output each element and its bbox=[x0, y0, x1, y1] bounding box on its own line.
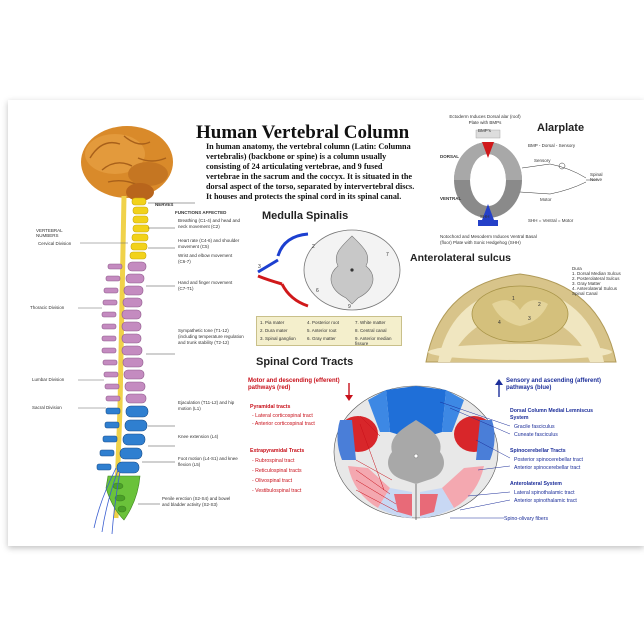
spinocerebellar-item: Posterior spinocerebellar tract bbox=[514, 457, 583, 463]
medulla-legend-item: 7. White matter bbox=[355, 320, 386, 325]
lumbar-vertebrae bbox=[96, 405, 149, 474]
alarplate-title: Alarplate bbox=[537, 122, 585, 134]
function-bowel: Penile erection (S2-S4) and bowel and bl… bbox=[162, 496, 231, 507]
anterolateral-legend-item: 3. Gray Matter bbox=[572, 281, 601, 286]
medulla-legend-item: 2. Dura mater bbox=[260, 328, 288, 333]
alarplate-shh-note: SHH = Ventral = Motor bbox=[528, 218, 574, 223]
anterolateral-legend-item: Dura bbox=[572, 266, 582, 271]
pyramidal-item: - Lateral corticospinal tract bbox=[252, 413, 313, 419]
function-ejaculation: Ejaculation (T11-L2) and hip motion (L1) bbox=[178, 400, 235, 411]
anterolateral-diagram: 1 2 3 4 bbox=[425, 273, 617, 363]
anterolateral-legend-item: Spinal Canal bbox=[572, 291, 598, 296]
medulla-legend: 1. Pia mater 2. Dura mater 3. Spinal gan… bbox=[256, 316, 402, 346]
svg-text:1: 1 bbox=[512, 296, 515, 302]
sensory-heading-text: Sensory and ascending (afferent) pathway… bbox=[506, 378, 602, 391]
medulla-legend-item: 1. Pia mater bbox=[260, 320, 285, 325]
medulla-legend-item: 8. Central canal bbox=[355, 328, 387, 333]
division-cervical: Cervical Division bbox=[38, 241, 72, 246]
function-hand: Hand and finger movement (C7-T1) bbox=[178, 280, 233, 291]
sacral-vertebrae bbox=[105, 475, 141, 521]
motor-color-note: (red) bbox=[277, 385, 291, 391]
alarplate-dorsal: DORSAL bbox=[440, 154, 459, 159]
anterolateral-system-heading: Anterolateral System bbox=[510, 481, 562, 487]
vertebral-numbers-label: VERTEBRAL NUMBERS bbox=[36, 228, 63, 238]
sensory-color-note: (blue) bbox=[535, 385, 552, 391]
alarplate-bmp-top: BMP's bbox=[478, 128, 491, 133]
function-foot: Foot motion (L4-S1) and knee flexion (L5… bbox=[178, 456, 238, 467]
brain-image bbox=[81, 126, 173, 201]
alarplate-sensory: Sensory bbox=[534, 158, 551, 163]
medulla-title: Medulla Spinalis bbox=[262, 210, 349, 222]
anterolateral-legend-item: 1. Dorsal Median Sulcus bbox=[572, 271, 621, 276]
medulla-legend-item: 3. Spinal ganglion bbox=[260, 336, 296, 341]
dorsal-item: Gracile fasciculus bbox=[514, 424, 555, 430]
svg-text:3: 3 bbox=[528, 316, 531, 322]
division-lumbar: Lumbar Division bbox=[32, 377, 65, 382]
svg-text:2: 2 bbox=[312, 244, 315, 250]
functions-header: FUNCTIONS AFFECTED bbox=[175, 210, 227, 215]
svg-text:3: 3 bbox=[258, 264, 261, 270]
alarplate-shh: SHH bbox=[480, 214, 490, 219]
pyramidal-heading: Pyramidal tracts bbox=[250, 404, 291, 410]
medulla-legend-item: 9. Anterior median fissure bbox=[355, 336, 392, 346]
spinocerebellar-heading: Spinocerebellar Tracts bbox=[510, 448, 566, 454]
tract-leader-lines bbox=[355, 401, 511, 519]
anterolateral-system-item: Lateral spinothalamic tract bbox=[514, 490, 575, 496]
intro-text: In human anatomy, the vertebral column (… bbox=[206, 142, 415, 201]
alarplate-motor: Motor bbox=[540, 197, 552, 202]
function-heart-rate: Heart rate (C4-6) and shoulder movement … bbox=[178, 238, 240, 249]
svg-text:9: 9 bbox=[348, 304, 351, 310]
function-sympathetic: Sympathetic tone (T1-12) (including temp… bbox=[178, 328, 244, 345]
svg-text:2: 2 bbox=[538, 302, 541, 308]
extrapyramidal-item: - Vestibulospinal tract bbox=[252, 488, 302, 494]
motor-heading-text: Motor and descending (efferent) pathways bbox=[248, 378, 340, 391]
medulla-legend-item: 6. Gray matter bbox=[307, 336, 336, 341]
cervical-vertebrae bbox=[129, 197, 150, 260]
svg-text:6: 6 bbox=[316, 288, 319, 294]
extrapyramidal-item: - Olivospinal tract bbox=[252, 478, 293, 484]
spine-illustration bbox=[78, 126, 195, 535]
alarplate-ventral: VENTRAL bbox=[440, 196, 462, 201]
svg-text:4: 4 bbox=[498, 320, 501, 326]
function-knee: Knee extension (L4) bbox=[178, 434, 219, 439]
motor-heading: Motor and descending (efferent) pathways… bbox=[248, 378, 348, 392]
alarplate-diagram bbox=[454, 129, 598, 226]
medulla-diagram: 2 6 7 9 3 bbox=[257, 229, 401, 311]
spinocerebellar-item: Anterior spinocerebellar tract bbox=[514, 465, 581, 471]
extrapyramidal-heading: Extrapyramidal Tracts bbox=[250, 448, 305, 454]
svg-text:7: 7 bbox=[386, 252, 389, 258]
alarplate-top-note: Ectoderm Induces Dorsal alar (roof) Plat… bbox=[449, 114, 521, 125]
anterolateral-legend-item: 2. Posterolateral Sulcus bbox=[572, 276, 620, 281]
medulla-legend-item: 5. Anterior root bbox=[307, 328, 337, 333]
alarplate-bmp-side: BMP - Dorsal - Sensory bbox=[528, 143, 576, 148]
function-breathing: Breathing (C1-4) and head and neck movem… bbox=[178, 218, 241, 229]
nerves-header: NERVES bbox=[155, 202, 174, 207]
anterolateral-title: Anterolateral sulcus bbox=[410, 252, 511, 264]
division-sacral: Sacral Division bbox=[32, 405, 62, 410]
extrapyramidal-item: - Rubrospinal tract bbox=[252, 458, 295, 464]
red-down-arrow-icon bbox=[345, 383, 353, 401]
spino-olivary-label: Spino-olivary fibers bbox=[504, 516, 549, 522]
anterolateral-system-item: Anterior spinothalamic tract bbox=[514, 498, 577, 504]
pyramidal-item: - Anterior corticospinal tract bbox=[252, 421, 315, 427]
anterolateral-legend-item: 4. Anterolateral Sulcus bbox=[572, 286, 618, 291]
anterolateral-legend: Dura 1. Dorsal Median Sulcus 2. Posterol… bbox=[572, 266, 621, 296]
thoracic-vertebrae bbox=[101, 261, 147, 404]
alarplate-bottom-note: Notochord and Mesoderm Induces Ventral B… bbox=[440, 234, 537, 245]
sensory-heading: Sensory and ascending (afferent) pathway… bbox=[506, 378, 616, 392]
medulla-legend-item: 4. Posterior root bbox=[307, 320, 340, 325]
function-wrist: Wrist and elbow movement (C6-7) bbox=[178, 253, 233, 264]
division-thoracic: Thoracic Division bbox=[30, 305, 65, 310]
alarplate-spinal-nerve: Spinal Nerve bbox=[590, 172, 603, 182]
page-title: Human Vertebral Column bbox=[196, 122, 410, 143]
blue-up-arrow-icon bbox=[495, 379, 503, 397]
dorsal-heading: Dorsal Column Medial Lemniscus System bbox=[510, 408, 594, 421]
tracts-title: Spinal Cord Tracts bbox=[256, 356, 354, 368]
extrapyramidal-item: - Reticulospinal tracts bbox=[252, 468, 302, 474]
dorsal-item: Cuneate fasciculus bbox=[514, 432, 558, 438]
spinal-cord-cross-section bbox=[333, 385, 499, 520]
